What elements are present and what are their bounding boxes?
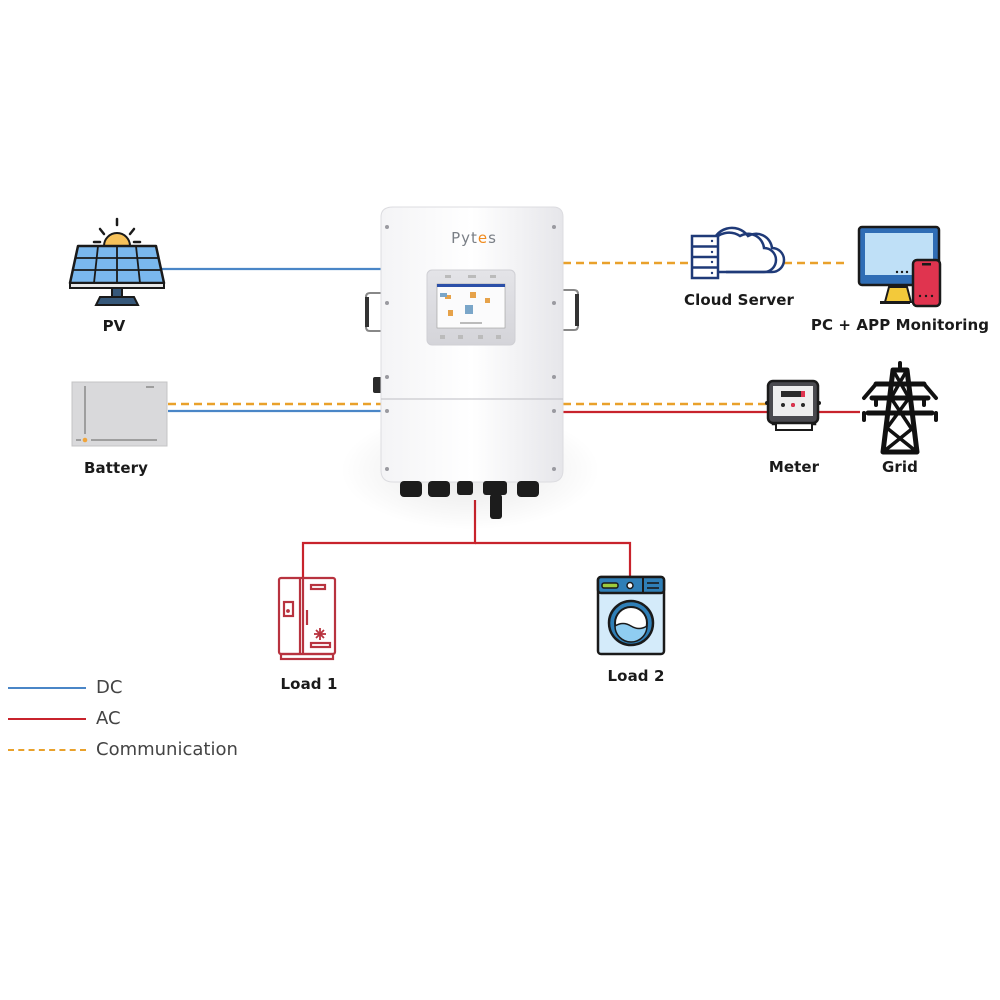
meter-label: Meter xyxy=(768,458,820,476)
solar-panel-icon xyxy=(68,217,166,306)
inverter-cable-glands xyxy=(400,481,539,519)
inverter xyxy=(340,206,600,530)
legend-dc-swatch xyxy=(8,686,86,689)
electric-meter-icon xyxy=(765,379,821,431)
legend: DC AC Communication xyxy=(8,672,238,765)
legend-communication-label: Communication xyxy=(96,739,238,760)
legend-communication-swatch xyxy=(8,748,86,751)
monitor-phone-icon xyxy=(857,225,942,308)
grid-label: Grid xyxy=(882,458,918,476)
pv-label: PV xyxy=(102,317,126,335)
inverter-switch xyxy=(373,377,382,393)
legend-item-ac: AC xyxy=(8,703,238,734)
power-tower-icon xyxy=(862,361,938,455)
legend-item-communication: Communication xyxy=(8,734,238,765)
load2-ac-line xyxy=(475,541,632,578)
legend-item-dc: DC xyxy=(8,672,238,703)
cloud-server-label: Cloud Server xyxy=(683,291,795,309)
battery-icon xyxy=(71,381,168,447)
legend-ac-label: AC xyxy=(96,708,121,729)
battery-label: Battery xyxy=(84,459,148,477)
cloud-server-icon xyxy=(690,226,786,280)
inverter-brand-logo: Pytes xyxy=(451,229,497,247)
load1-label: Load 1 xyxy=(280,675,338,693)
refrigerator-icon xyxy=(277,576,337,661)
load2-label: Load 2 xyxy=(607,667,665,685)
washing-machine-icon xyxy=(596,575,666,656)
monitoring-label: PC + APP Monitoring xyxy=(810,316,990,334)
legend-ac-swatch xyxy=(8,717,86,720)
legend-dc-label: DC xyxy=(96,677,123,698)
